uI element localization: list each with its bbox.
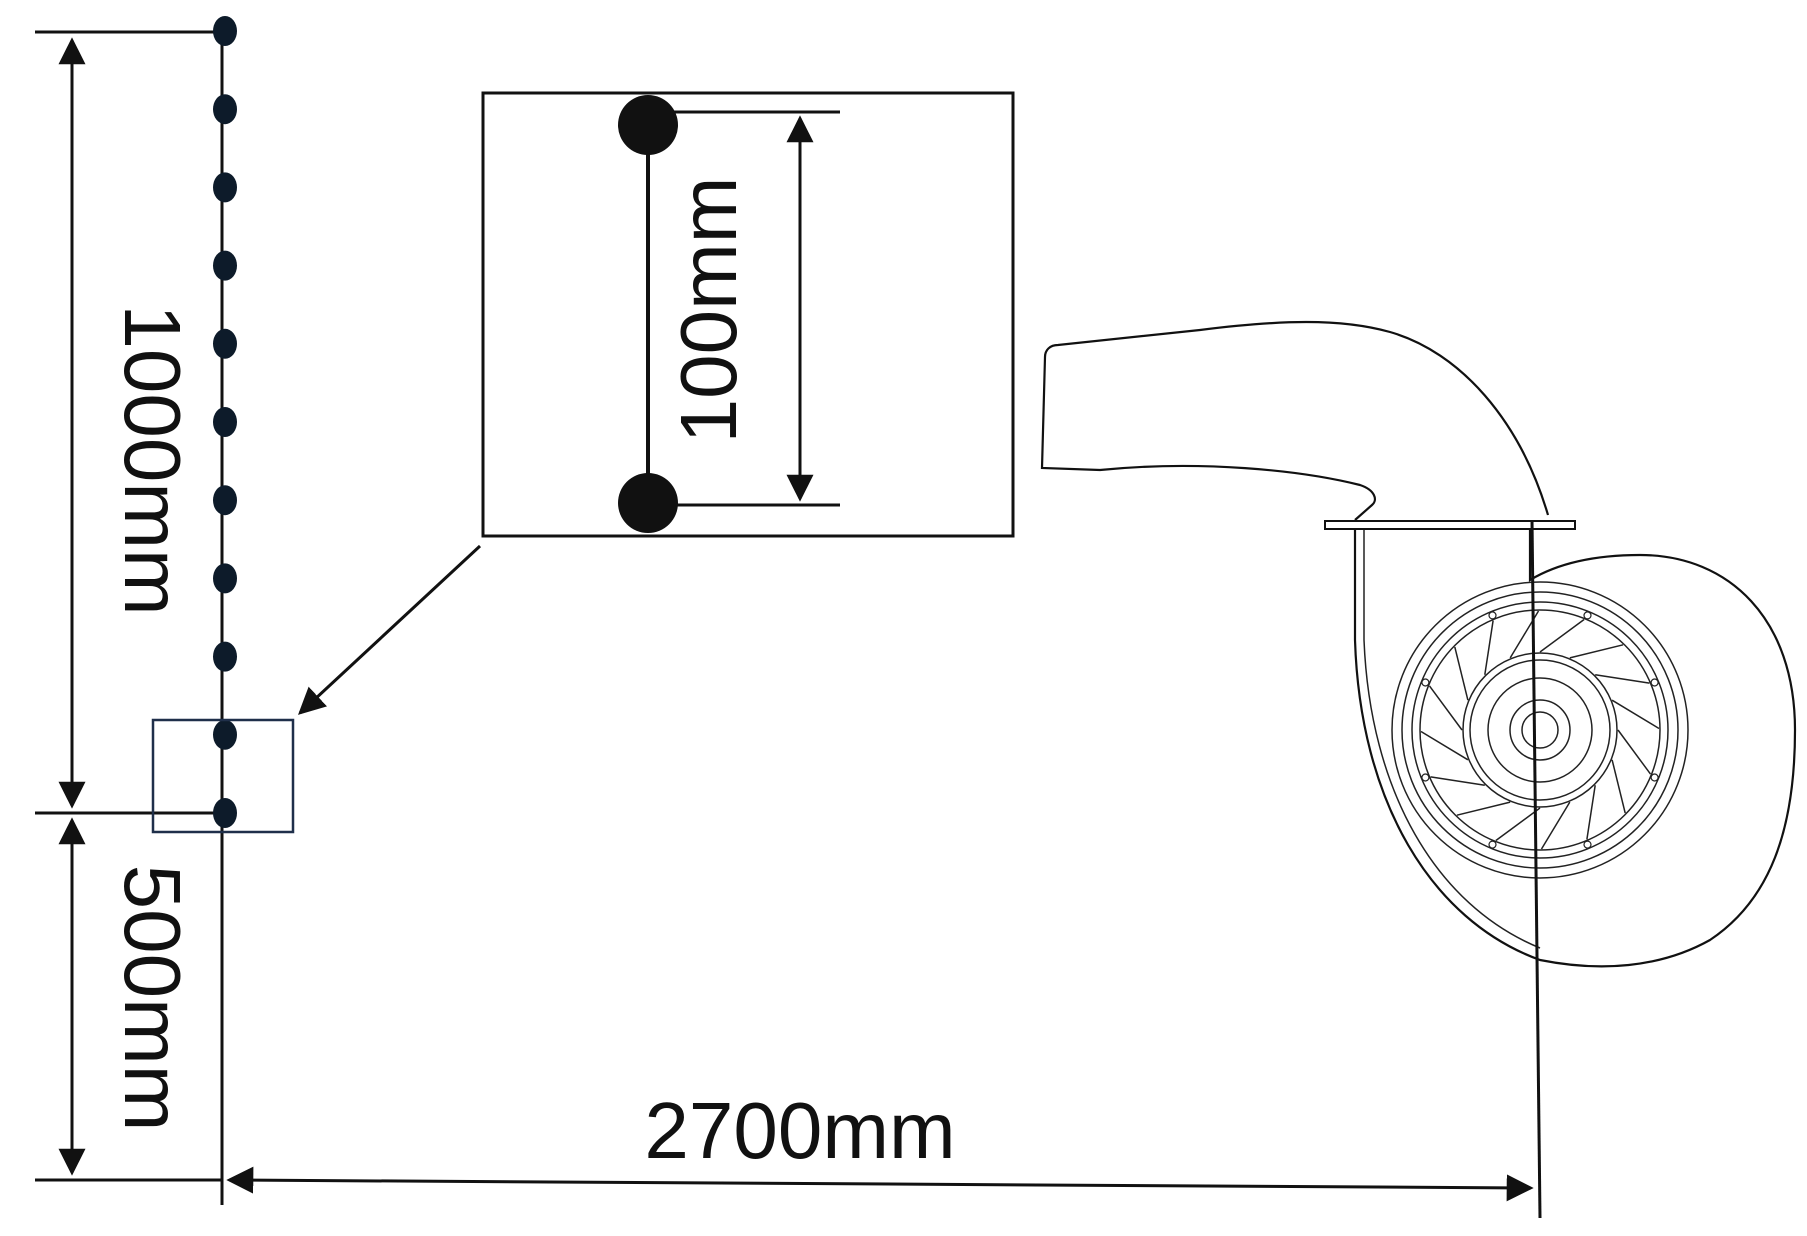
- fan-bolt: [1421, 678, 1430, 687]
- fan-blade: [1586, 785, 1596, 840]
- fan-outlet-duct: [1040, 320, 1550, 521]
- sensor-node: [213, 719, 237, 750]
- fan-bolt: [1650, 678, 1659, 687]
- fan-blade: [1456, 801, 1511, 816]
- fan-impeller-hub-ring: [1462, 652, 1618, 808]
- fan-impeller-hub-ring-inner: [1469, 659, 1611, 801]
- dimension-arrow-2700: [226, 1166, 1534, 1202]
- fan-blade: [1428, 685, 1463, 731]
- fan-impeller-outer-ring: [1411, 601, 1669, 859]
- fan-mounting-flange: [1324, 520, 1576, 530]
- inset-detail: 100mm: [481, 91, 1015, 538]
- dimension-label-100mm: 100mm: [664, 177, 753, 444]
- fan-blade: [1454, 646, 1469, 701]
- fan-impeller-outer-ring-inner: [1419, 609, 1661, 851]
- fan-blade: [1495, 807, 1541, 842]
- fan-impeller-blades: [1420, 610, 1660, 850]
- sensor-column: [213, 16, 237, 1205]
- fan-shaft-ring: [1509, 699, 1571, 761]
- dimension-label-500mm: 500mm: [108, 865, 197, 1132]
- fan-bolt: [1650, 773, 1659, 782]
- fan-bolt: [1488, 611, 1497, 620]
- fan-blade: [1595, 674, 1650, 684]
- fan-hub: [1487, 677, 1593, 783]
- inset-node-top: [618, 95, 678, 155]
- sensor-node: [213, 16, 237, 46]
- sensor-node: [213, 407, 237, 437]
- sensor-node: [213, 485, 237, 516]
- fan-blade: [1617, 729, 1652, 775]
- fan-bolt: [1421, 773, 1430, 782]
- fan-centerline: [1530, 519, 1542, 1219]
- dimension-500mm: 500mm: [35, 811, 222, 1182]
- fan-blade: [1539, 618, 1585, 653]
- fan-blade: [1484, 620, 1494, 675]
- leader-arrow: [298, 544, 482, 715]
- fan-blade: [1569, 644, 1624, 659]
- fan-blade: [1420, 730, 1469, 761]
- sensor-node: [213, 250, 237, 281]
- sensor-node: [213, 563, 237, 594]
- fan-bolt: [1583, 611, 1592, 620]
- sensor-node: [213, 798, 237, 828]
- sensor-node: [213, 641, 237, 672]
- fan-blade: [1611, 759, 1626, 814]
- fan-blade: [1611, 699, 1660, 730]
- sensor-node: [213, 172, 237, 203]
- inset-node-bottom: [618, 473, 678, 533]
- fan-shaft: [1521, 711, 1559, 749]
- fan-casing-ring-inner: [1401, 591, 1679, 869]
- dimension-label-2700mm: 2700mm: [644, 1086, 955, 1175]
- fan-volute-housing: [1353, 530, 1797, 968]
- fan-bolt: [1583, 840, 1592, 849]
- fan-volute-inner-edge: [1363, 530, 1541, 949]
- highlight-box: [151, 718, 295, 834]
- dimension-2700mm: 2700mm: [226, 1086, 1534, 1202]
- sensor-node: [213, 94, 237, 125]
- fan-blade: [1430, 776, 1485, 786]
- sensor-node: [213, 328, 237, 359]
- fan-casing-ring: [1391, 581, 1689, 879]
- sensor-nodes: [213, 16, 237, 828]
- fan-blade: [1540, 801, 1571, 850]
- fan-bolts: [1421, 611, 1659, 849]
- centrifugal-fan: [1040, 320, 1797, 1219]
- fan-bolt: [1488, 840, 1497, 849]
- dimension-label-1000mm: 1000mm: [108, 304, 197, 615]
- inset-frame: [481, 91, 1015, 538]
- dimension-1000mm: 1000mm: [35, 30, 222, 809]
